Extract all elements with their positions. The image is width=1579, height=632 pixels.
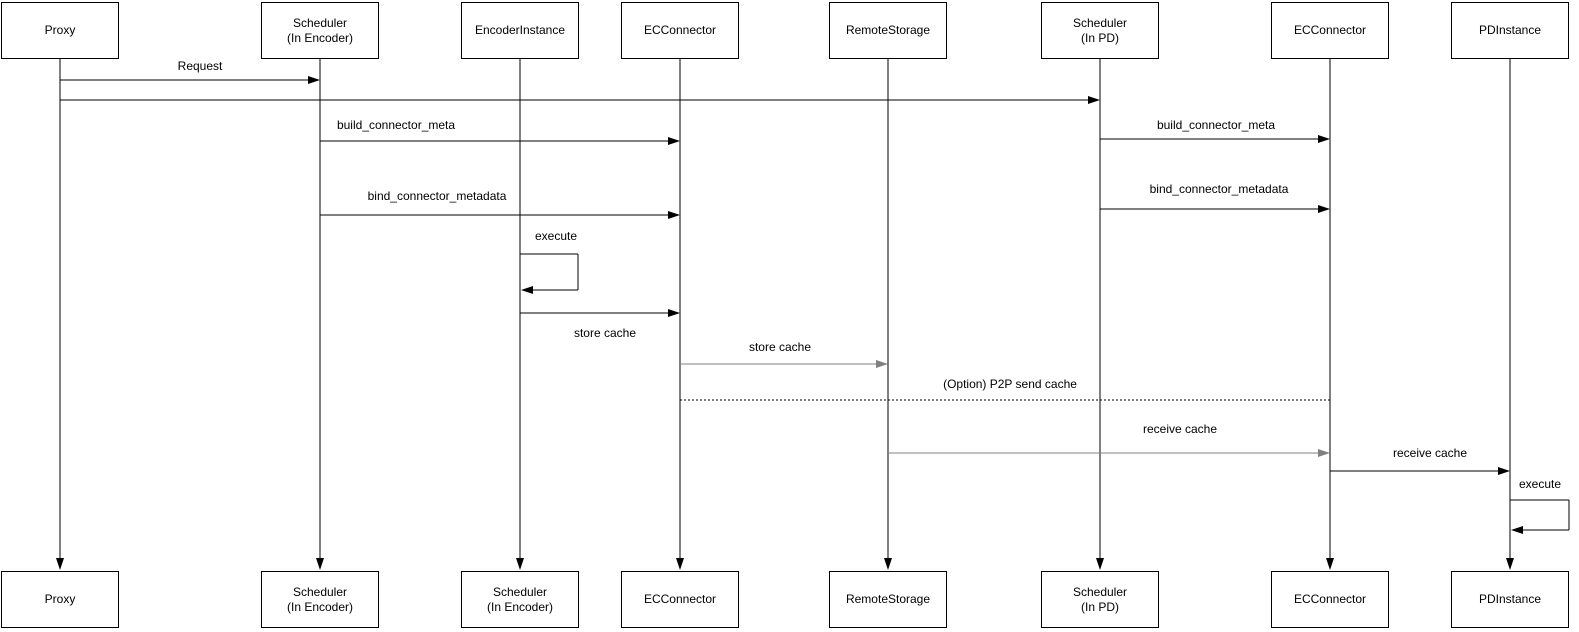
message-arrowhead xyxy=(668,211,680,219)
message-arrowhead xyxy=(668,137,680,145)
actor-box-top-pd-instance: PDInstance xyxy=(1451,2,1569,59)
message-label: bind_connector_metadata xyxy=(1148,182,1290,196)
self-loop-arrowhead xyxy=(1511,526,1523,534)
actor-box-bottom-remote-storage: RemoteStorage xyxy=(829,571,947,628)
actor-box-top-ec-connector-pd: ECConnector xyxy=(1271,2,1389,59)
self-loop-arrowhead xyxy=(521,286,533,294)
self-loop-label: execute xyxy=(1517,477,1563,491)
message-label: store cache xyxy=(747,340,813,354)
actor-box-top-remote-storage: RemoteStorage xyxy=(829,2,947,59)
lifeline-arrowhead-proxy xyxy=(56,558,64,570)
lifeline-arrowhead-remote-storage xyxy=(884,558,892,570)
actor-box-bottom-pd-instance: PDInstance xyxy=(1451,571,1569,628)
message-label: store cache xyxy=(572,326,638,340)
message-label: receive cache xyxy=(1141,422,1219,436)
actor-box-top-scheduler-in-pd: Scheduler (In PD) xyxy=(1041,2,1159,59)
self-loop-label: execute xyxy=(533,229,579,243)
actor-box-top-scheduler-in-encoder: Scheduler (In Encoder) xyxy=(261,2,379,59)
message-arrowhead xyxy=(876,360,888,368)
message-arrowhead xyxy=(1318,205,1330,213)
actor-box-bottom-ec-connector-encoder: ECConnector xyxy=(621,571,739,628)
actor-box-top-encoder-instance: EncoderInstance xyxy=(461,2,579,59)
actor-box-bottom-proxy: Proxy xyxy=(1,571,119,628)
message-label: bind_connector_metadata xyxy=(366,189,508,203)
message-arrowhead xyxy=(668,309,680,317)
lifeline-arrowhead-ec-connector-pd xyxy=(1326,558,1334,570)
lifeline-arrowhead-scheduler-in-encoder xyxy=(316,558,324,570)
message-label: Request xyxy=(176,59,224,73)
message-label: build_connector_meta xyxy=(1155,118,1277,132)
lifeline-arrowhead-ec-connector-encoder xyxy=(676,558,684,570)
actor-box-bottom-encoder-instance: Scheduler (In Encoder) xyxy=(461,571,579,628)
actor-box-top-ec-connector-encoder: ECConnector xyxy=(621,2,739,59)
message-arrowhead xyxy=(308,76,320,84)
message-arrowhead xyxy=(1088,96,1100,104)
lifeline-arrowhead-scheduler-in-pd xyxy=(1096,558,1104,570)
message-arrowhead xyxy=(1318,135,1330,143)
message-arrowhead xyxy=(1498,467,1510,475)
actor-box-bottom-ec-connector-pd: ECConnector xyxy=(1271,571,1389,628)
message-label: (Option) P2P send cache xyxy=(942,377,1078,391)
lifeline-arrowhead-encoder-instance xyxy=(516,558,524,570)
actor-box-bottom-scheduler-in-pd: Scheduler (In PD) xyxy=(1041,571,1159,628)
message-label: build_connector_meta xyxy=(335,118,457,132)
message-label: receive cache xyxy=(1391,446,1469,460)
actor-box-top-proxy: Proxy xyxy=(1,2,119,59)
lifeline-arrowhead-pd-instance xyxy=(1506,558,1514,570)
actor-box-bottom-scheduler-in-encoder: Scheduler (In Encoder) xyxy=(261,571,379,628)
message-arrowhead xyxy=(1318,449,1330,457)
